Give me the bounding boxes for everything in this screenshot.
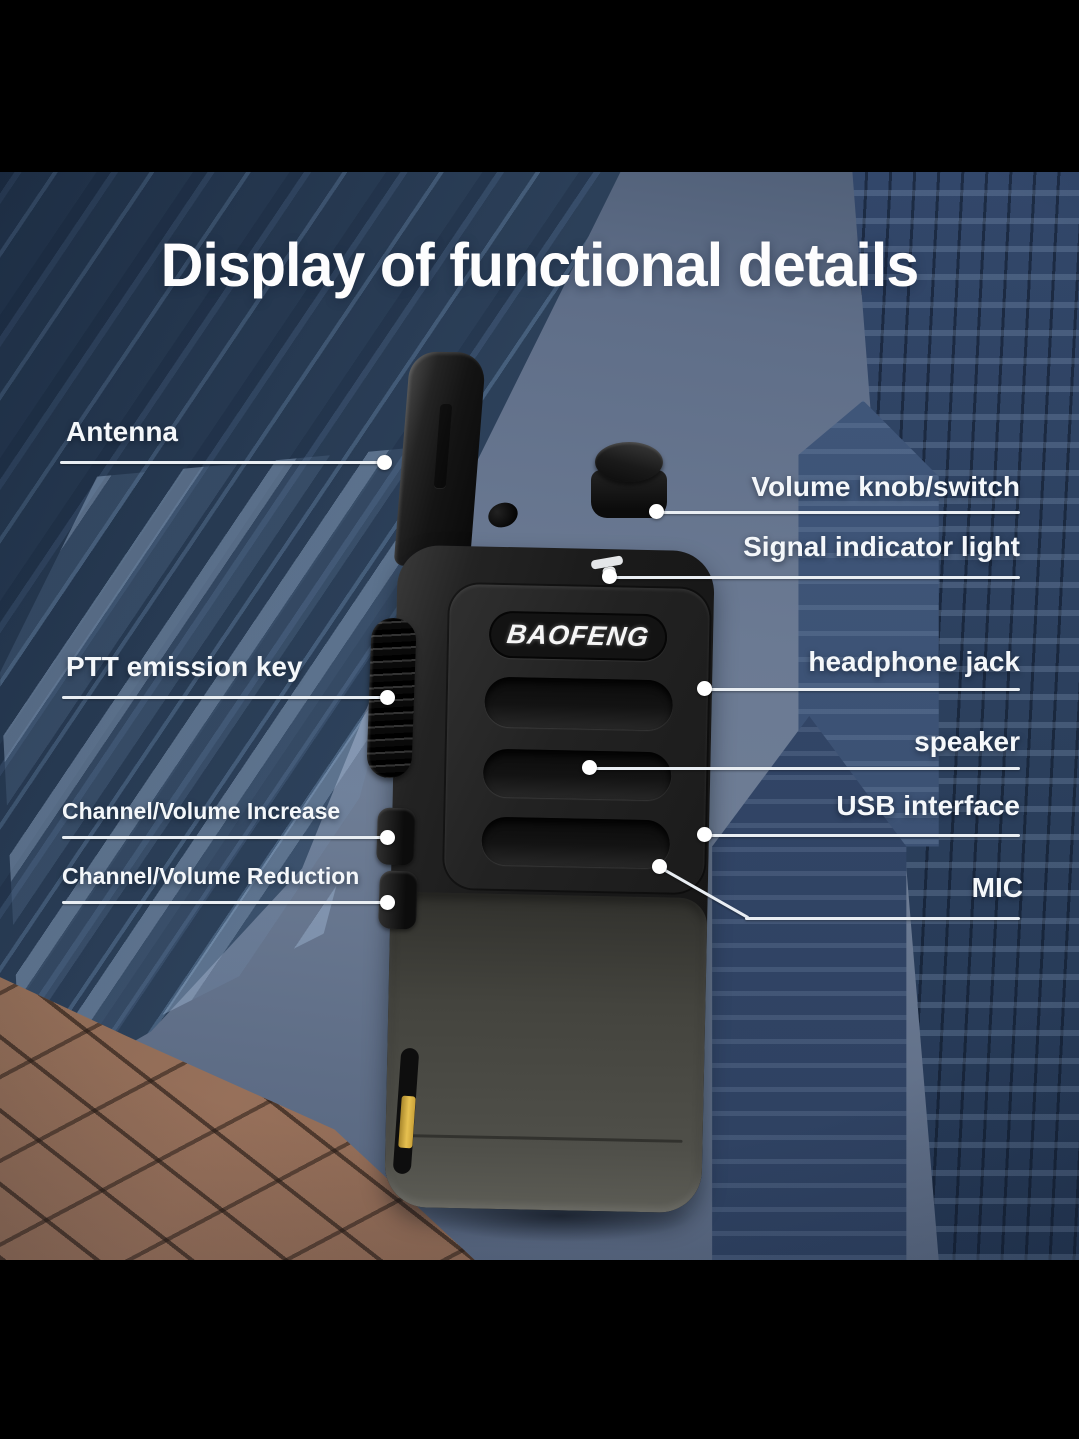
- callout-line: [62, 696, 388, 699]
- callout-label: PTT emission key: [66, 651, 303, 682]
- device-lower-housing: [384, 891, 708, 1214]
- grille-slot-speaker: [482, 748, 672, 801]
- callout-dot: [652, 859, 667, 874]
- callout-label: USB interface: [836, 790, 1020, 821]
- callout-label: Channel/Volume Reduction: [62, 863, 360, 889]
- callout-line: [590, 767, 1020, 770]
- photo-area: Display of functional details BAOFENG: [0, 172, 1079, 1260]
- callout-dot: [602, 569, 617, 584]
- callout-line: [610, 576, 1020, 579]
- brand-plate: BAOFENG: [488, 610, 668, 662]
- callout-label: Channel/Volume Increase: [62, 798, 341, 824]
- callout-line: [60, 461, 385, 464]
- callout-dot: [380, 690, 395, 705]
- callout-dot: [380, 830, 395, 845]
- antenna-embossing: [433, 403, 453, 489]
- callout-label: headphone jack: [808, 646, 1020, 677]
- callout-dot: [649, 504, 664, 519]
- letterbox-top: [0, 0, 1079, 172]
- volume-knob: [595, 442, 663, 482]
- callout-dot: [377, 455, 392, 470]
- grille-slot-usb: [481, 816, 671, 869]
- callout-dot: [380, 895, 395, 910]
- callout-label: speaker: [914, 726, 1020, 757]
- callout-line: [62, 836, 388, 839]
- callout-label: Volume knob/switch: [751, 471, 1020, 502]
- device-body: BAOFENG: [384, 544, 715, 1214]
- callout-dot: [697, 827, 712, 842]
- callout-label: Signal indicator light: [743, 531, 1020, 562]
- callout-line: [657, 511, 1020, 514]
- callout-line: [62, 901, 388, 904]
- page-title: Display of functional details: [160, 231, 920, 299]
- callout-label: MIC: [971, 872, 1023, 903]
- callout-dot: [582, 760, 597, 775]
- callout-line: [745, 917, 1020, 920]
- callout-dot: [697, 681, 712, 696]
- brand-logo: BAOFENG: [505, 619, 652, 652]
- grille-slot-headphone: [484, 676, 674, 731]
- callout-line: [705, 688, 1020, 691]
- callout-line: [705, 834, 1020, 837]
- letterbox-bottom: [0, 1260, 1079, 1439]
- callout-label: Antenna: [66, 416, 178, 447]
- tower-center: [712, 716, 907, 1260]
- front-panel: BAOFENG: [443, 583, 711, 894]
